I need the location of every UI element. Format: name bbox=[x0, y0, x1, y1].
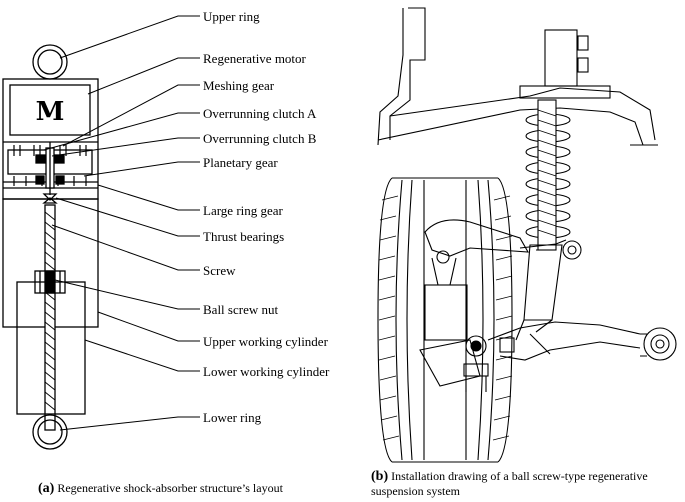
lower-ring-part bbox=[32, 414, 68, 450]
leader-lines bbox=[43, 15, 200, 431]
label-large-ring-gear: Large ring gear bbox=[203, 203, 284, 218]
lower-cylinder bbox=[16, 281, 86, 415]
label-screw: Screw bbox=[203, 263, 236, 278]
label-lower-ring: Lower ring bbox=[203, 410, 262, 425]
upper-ring-part bbox=[32, 44, 68, 80]
shock-absorber-schematic bbox=[2, 44, 99, 450]
label-planetary-gear: Planetary gear bbox=[203, 155, 278, 170]
body-mount-bracket bbox=[377, 7, 658, 146]
installation-drawing bbox=[377, 7, 677, 463]
caption-b: (b) Installation drawing of a ball screw… bbox=[371, 469, 681, 498]
motor-symbol: M bbox=[36, 97, 65, 127]
screw-part bbox=[44, 204, 56, 431]
strut-screw bbox=[537, 99, 557, 251]
label-overrunning-clutch-b: Overrunning clutch B bbox=[203, 131, 317, 146]
gear-section bbox=[3, 141, 98, 195]
strut-link bbox=[515, 319, 553, 341]
upper-control-arm bbox=[519, 239, 582, 260]
label-upper-ring: Upper ring bbox=[203, 9, 260, 24]
lower-control-arm bbox=[487, 321, 677, 361]
motor-box bbox=[9, 84, 91, 136]
thrust-bearing-part bbox=[42, 193, 58, 204]
strut-cylinder bbox=[523, 244, 563, 321]
steering-knuckle bbox=[419, 219, 529, 392]
label-lower-working-cylinder: Lower working cylinder bbox=[203, 364, 330, 379]
label-regenerative-motor: Regenerative motor bbox=[203, 51, 307, 66]
label-thrust-bearings: Thrust bearings bbox=[203, 229, 284, 244]
label-ball-screw-nut: Ball screw nut bbox=[203, 302, 278, 317]
caption-b-tag: (b) bbox=[371, 469, 389, 484]
caption-b-text: Installation drawing of a ball screw-typ… bbox=[371, 469, 648, 498]
top-motor bbox=[519, 29, 611, 99]
label-overrunning-clutch-a: Overrunning clutch A bbox=[203, 106, 317, 121]
label-meshing-gear: Meshing gear bbox=[203, 78, 275, 93]
labels-a: Upper ring Regenerative motor Meshing ge… bbox=[36, 9, 330, 425]
caption-a: (a) Regenerative shock-absorber structur… bbox=[38, 481, 283, 496]
wheel bbox=[377, 177, 513, 463]
caption-a-tag: (a) bbox=[38, 481, 55, 496]
label-upper-working-cylinder: Upper working cylinder bbox=[203, 334, 329, 349]
caption-a-text: Regenerative shock-absorber structure’s … bbox=[57, 481, 283, 495]
